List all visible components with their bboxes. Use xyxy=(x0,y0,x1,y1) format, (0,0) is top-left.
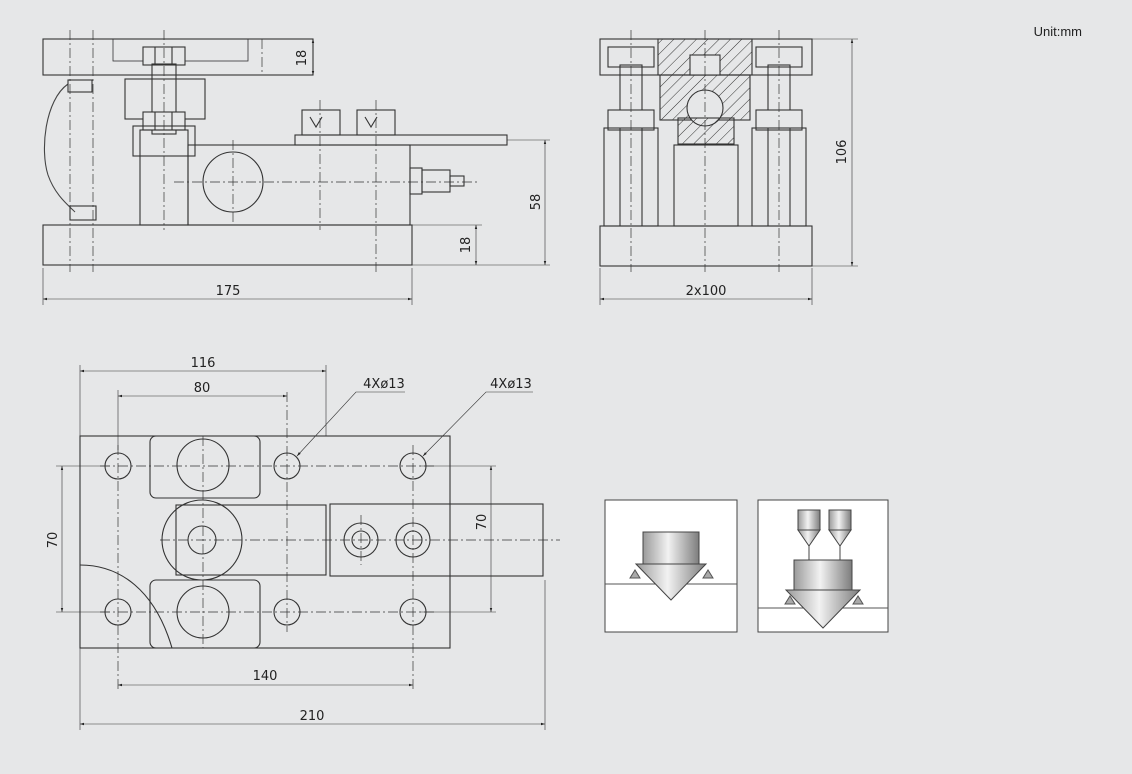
dim-175: 175 xyxy=(216,284,241,299)
front-view xyxy=(42,30,550,305)
dim-210: 210 xyxy=(300,709,325,724)
plan-mounting-holes xyxy=(104,452,431,626)
front-cable xyxy=(43,83,76,213)
front-load-cell xyxy=(187,144,411,226)
side-load-cell xyxy=(673,144,739,227)
plan-base-plate xyxy=(79,435,451,649)
dim-140: 140 xyxy=(253,669,278,684)
hole-callout-right: 4Xø13 xyxy=(490,377,532,392)
side-view xyxy=(599,30,858,305)
front-base-plate xyxy=(42,224,413,266)
dim-106: 106 xyxy=(835,140,850,165)
dim-80: 80 xyxy=(194,381,211,396)
unit-label: Unit:mm xyxy=(1033,24,1082,39)
plan-top-plate xyxy=(149,435,261,499)
side-base-plate xyxy=(599,225,813,267)
install-icon-single xyxy=(604,499,738,633)
front-plate-nuts xyxy=(301,109,396,136)
front-mount-plate xyxy=(294,134,508,146)
front-top-bolt xyxy=(124,46,206,157)
dim-height-58: 58 xyxy=(529,194,544,211)
hole-callout-left: 4Xø13 xyxy=(363,377,405,392)
dim-top-plate-18: 18 xyxy=(295,50,310,67)
dim-2x100: 2x100 xyxy=(686,284,727,299)
front-connector xyxy=(409,167,465,195)
plan-view xyxy=(56,365,560,730)
dim-70-right: 70 xyxy=(475,514,490,531)
dim-116: 116 xyxy=(191,356,216,371)
install-icon-dual xyxy=(757,499,889,633)
dim-base-18: 18 xyxy=(459,237,474,254)
dim-70-left: 70 xyxy=(46,532,61,549)
